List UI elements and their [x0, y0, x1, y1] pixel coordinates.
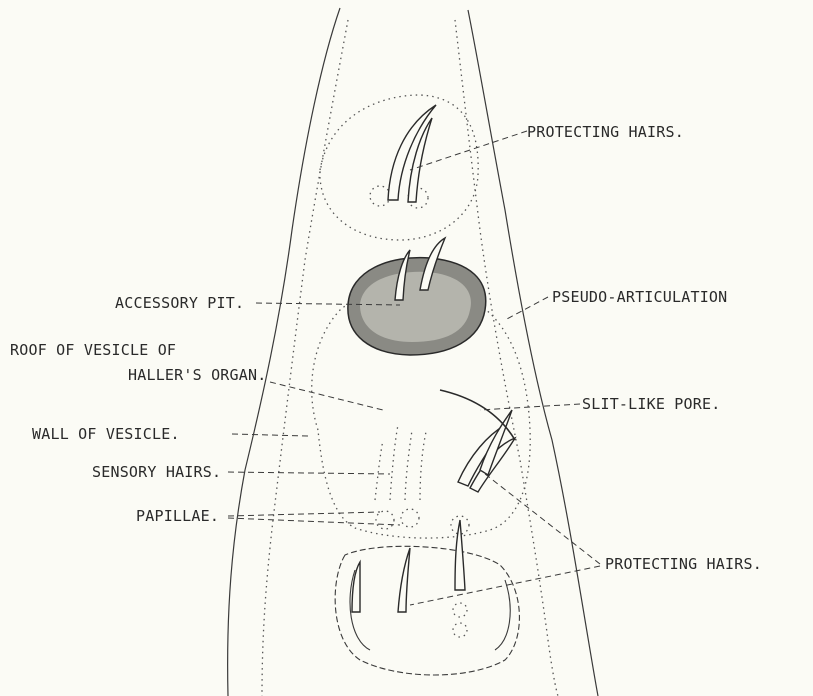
leader-protecting-hairs-bottom-1 — [480, 470, 600, 564]
leader-sensory-hairs — [228, 472, 390, 474]
label-papillae: PAPILLAE. — [136, 507, 219, 525]
papilla — [453, 623, 467, 637]
leader-papillae-1 — [228, 512, 380, 516]
inner-outline-right — [455, 20, 558, 696]
leader-protecting-hairs-bottom-2 — [410, 566, 600, 605]
papilla — [401, 509, 419, 527]
leader-papillae-2 — [228, 518, 400, 525]
papilla — [453, 603, 467, 617]
label-protecting-hairs-top: PROTECTING HAIRS. — [527, 123, 684, 141]
papilla — [376, 511, 394, 529]
lower-chamber — [335, 546, 519, 675]
label-sensory-hairs: SENSORY HAIRS. — [92, 463, 221, 481]
label-slit-like-pore: SLIT-LIKE PORE. — [582, 395, 720, 413]
leader-slit-like-pore — [480, 404, 580, 410]
leg-outline-right — [468, 10, 598, 696]
protecting-hair — [352, 562, 360, 612]
label-protecting-hairs-bottom: PROTECTING HAIRS. — [605, 555, 762, 573]
label-roof-line2: HALLER'S ORGAN. — [128, 366, 266, 384]
leader-wall — [232, 434, 308, 436]
label-accessory-pit: ACCESSORY PIT. — [115, 294, 244, 312]
leader-protecting-hairs-top — [410, 131, 527, 170]
leader-pseudo-articulation — [505, 297, 548, 320]
sensory-hair — [375, 440, 383, 500]
label-wall-of-vesicle: WALL OF VESICLE. — [32, 425, 180, 443]
papilla — [370, 186, 390, 206]
leg-outline-left — [228, 8, 340, 696]
sensory-hair — [390, 425, 398, 500]
label-pseudo-articulation: PSEUDO-ARTICULATION — [552, 288, 727, 306]
accessory-pit-shading — [360, 272, 471, 342]
protecting-hair — [398, 548, 410, 612]
protecting-hair — [455, 520, 465, 590]
lower-chamber-inner — [350, 570, 510, 650]
sensory-hair — [405, 430, 412, 500]
sensory-hair — [420, 432, 426, 500]
label-roof-line1: ROOF OF VESICLE OF — [10, 341, 176, 359]
